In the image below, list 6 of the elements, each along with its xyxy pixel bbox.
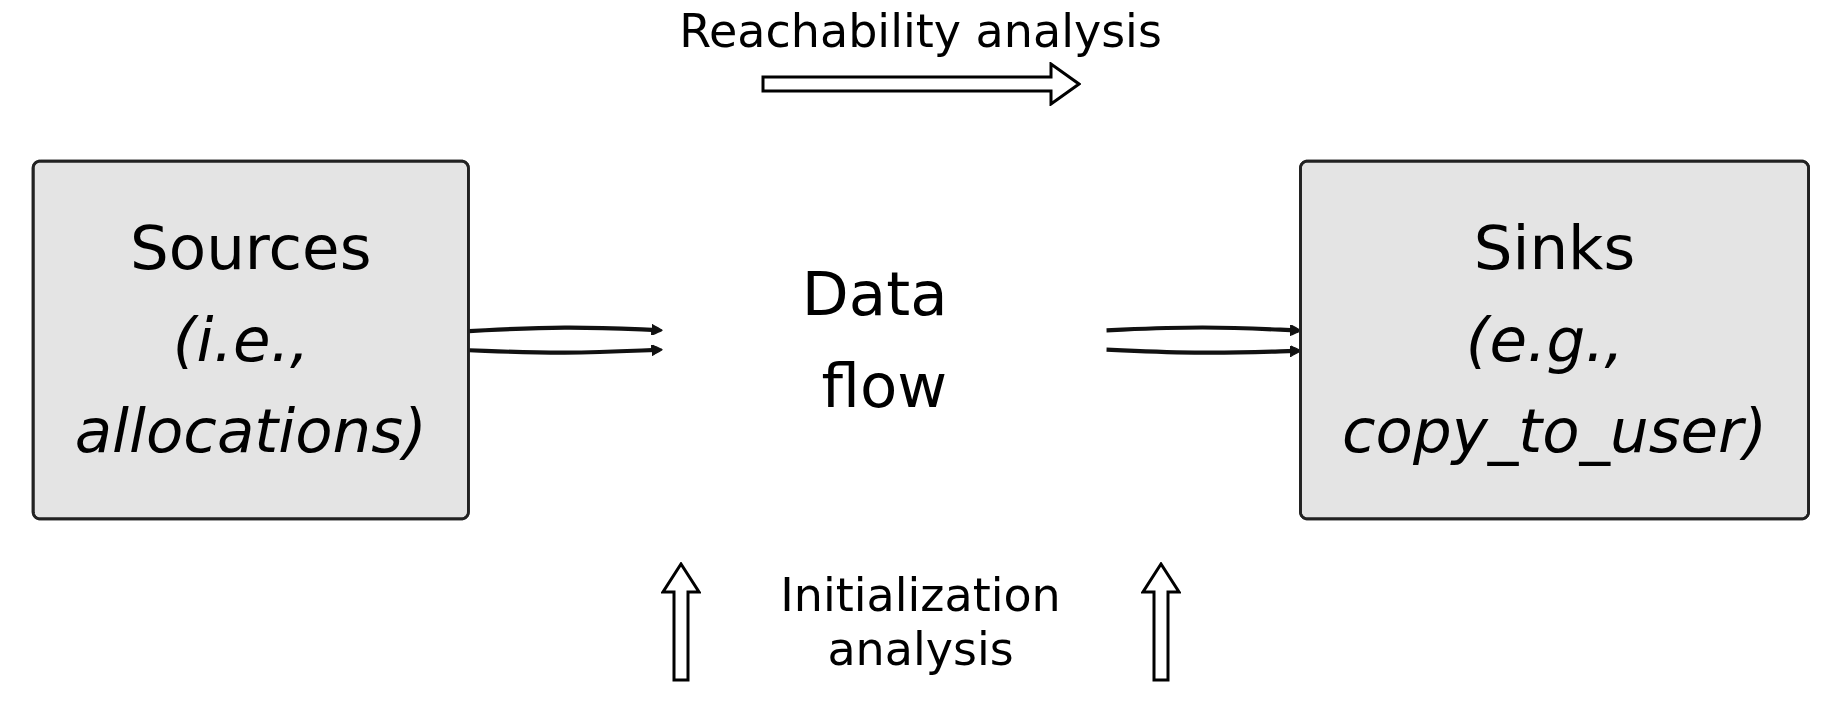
arrow [468, 344, 663, 357]
flow-diagram: Sources (i.e., allocations) Data flow Sinks (e.g., copy_to_user) [21, 150, 1820, 530]
arrow [468, 323, 663, 336]
analysis-label: Reachability analysis [679, 4, 1162, 58]
node-text: Data flow [801, 258, 948, 421]
analysis-label: Initialization analysis [779, 568, 1062, 676]
